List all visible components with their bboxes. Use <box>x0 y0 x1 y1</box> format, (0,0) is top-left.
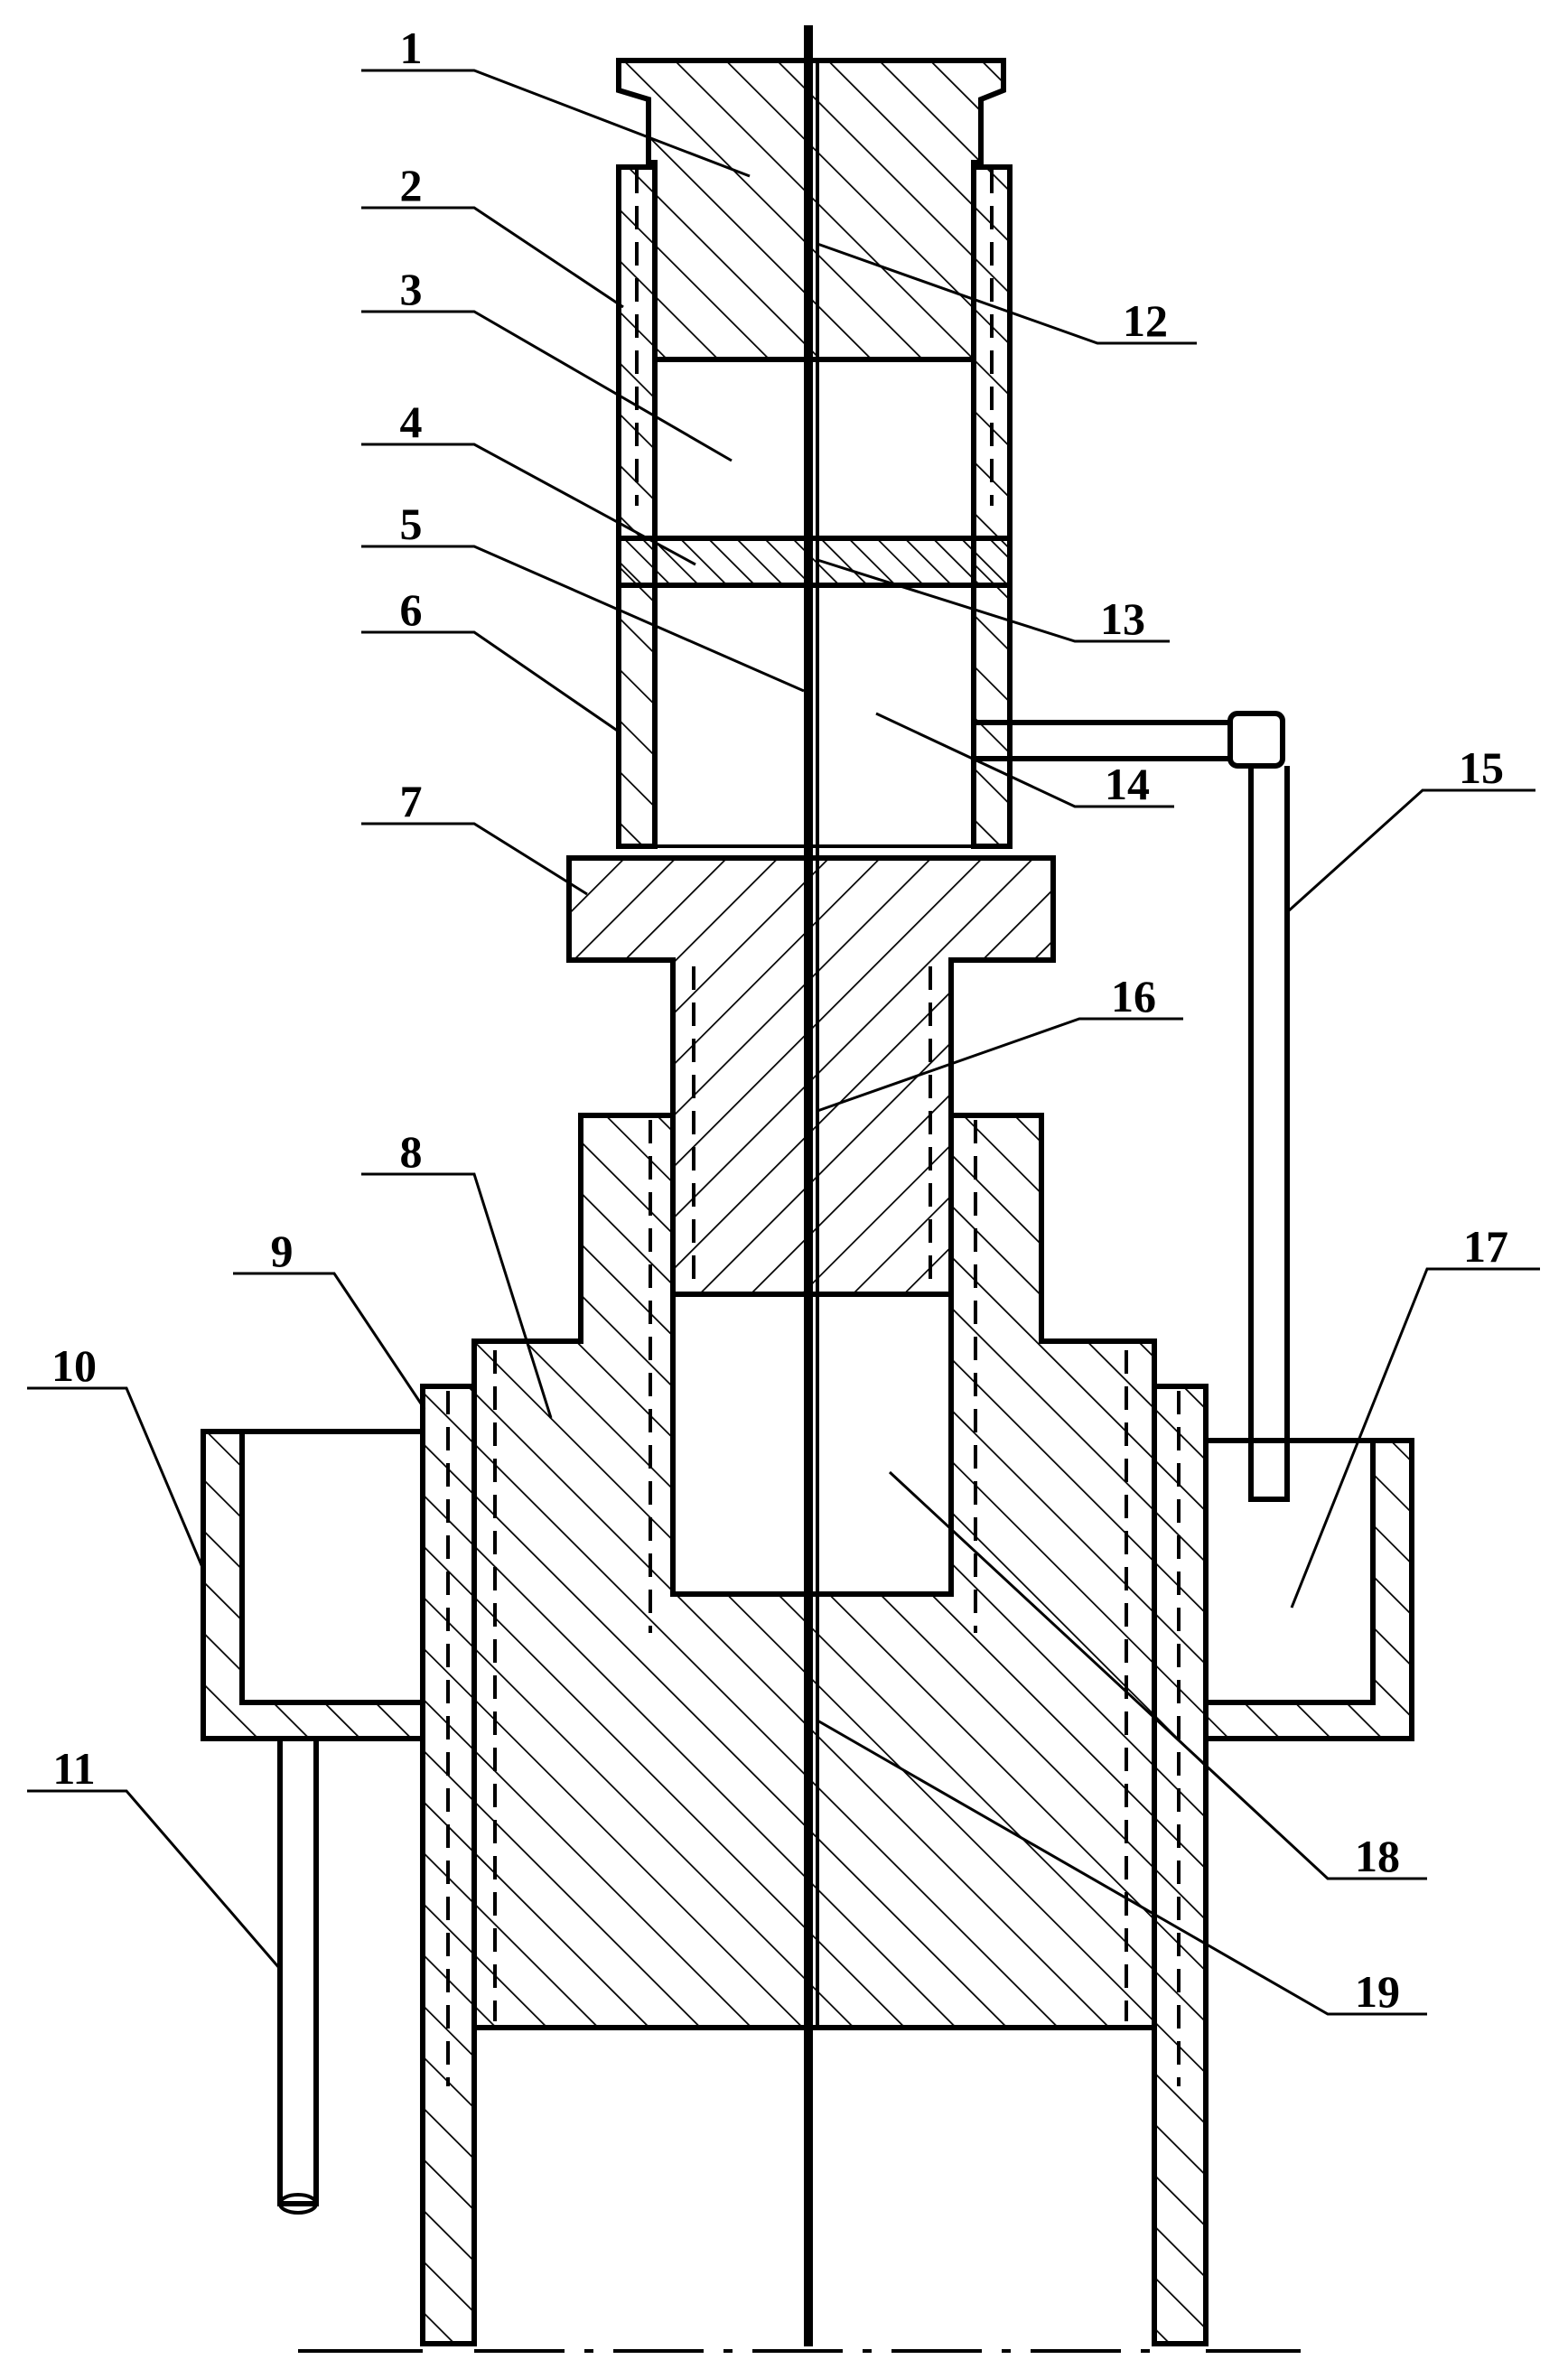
callout-5: 5 <box>400 499 423 549</box>
callout-19: 19 <box>1355 1966 1400 2017</box>
callout-3: 3 <box>400 264 423 314</box>
chamber-part-14 <box>653 583 975 848</box>
leader-lines <box>27 69 1540 2016</box>
callout-17: 17 <box>1463 1221 1508 1272</box>
callout-11: 11 <box>52 1743 95 1794</box>
right-tank-part-17 <box>1203 1438 1414 1741</box>
callout-16: 16 <box>1111 971 1156 1021</box>
callout-18: 18 <box>1355 1831 1400 1881</box>
chamber-part-3 <box>653 358 975 540</box>
outer-sleeve-part-9 <box>420 1384 1209 2346</box>
central-rod-part-5 <box>804 25 813 2346</box>
drain-pipe-part-11 <box>277 1739 319 2215</box>
callout-1: 1 <box>400 23 423 73</box>
side-pipe-part-15 <box>974 711 1290 1502</box>
plate-part-4 <box>616 536 1013 588</box>
callout-13: 13 <box>1100 593 1145 644</box>
callout-8: 8 <box>400 1126 423 1177</box>
callout-2: 2 <box>400 160 423 210</box>
callout-4: 4 <box>400 396 423 447</box>
callout-14: 14 <box>1105 759 1150 809</box>
callout-9: 9 <box>271 1226 294 1276</box>
callout-labels: 1 2 3 4 5 6 7 8 9 10 11 12 13 14 15 16 1… <box>51 23 1508 2017</box>
callout-7: 7 <box>400 776 423 826</box>
callout-15: 15 <box>1459 742 1504 793</box>
callout-6: 6 <box>400 584 423 635</box>
callout-12: 12 <box>1123 295 1168 346</box>
callout-10: 10 <box>51 1340 97 1391</box>
left-jacket-part-10 <box>201 1429 425 1741</box>
